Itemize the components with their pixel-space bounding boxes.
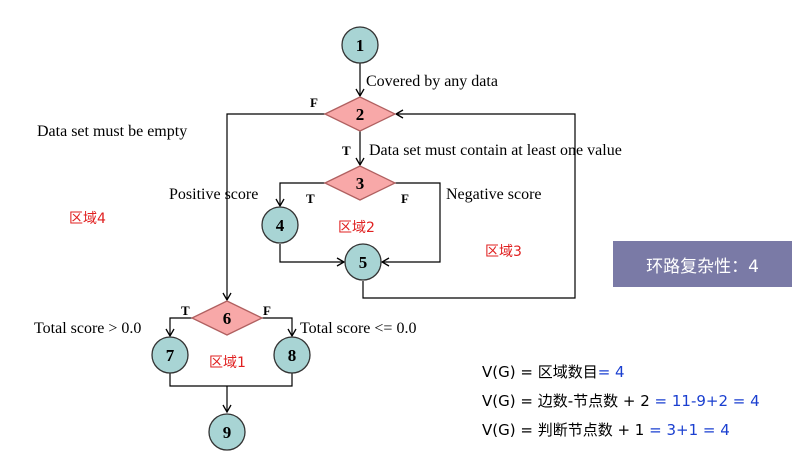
node-5-label: 5 bbox=[359, 253, 368, 272]
node-2 bbox=[323, 96, 397, 132]
label-total-gt: Total score > 0.0 bbox=[34, 320, 141, 337]
label-must-contain: Data set must contain at least one value bbox=[369, 142, 622, 159]
formula-regions: V(G) = 区域数目= 4 bbox=[482, 361, 625, 382]
region-2: 区域2 bbox=[338, 220, 375, 236]
node-6-label: 6 bbox=[223, 309, 232, 328]
branch-n6-false: F bbox=[263, 303, 271, 318]
formula-expr: 判断节点数 + 1 bbox=[537, 421, 645, 439]
node-3 bbox=[323, 165, 397, 201]
edge-2-6 bbox=[222, 113, 325, 302]
node-3-label: 3 bbox=[356, 174, 365, 193]
node-1-label: 1 bbox=[356, 36, 365, 55]
formula-lhs: V(G) = bbox=[482, 421, 538, 439]
region-3: 区域3 bbox=[485, 244, 522, 260]
complexity-box: 环路复杂性：4 bbox=[613, 241, 792, 287]
label-covered: Covered by any data bbox=[366, 73, 498, 90]
node-9 bbox=[208, 413, 246, 451]
node-9-label: 9 bbox=[223, 423, 232, 442]
label-positive: Positive score bbox=[169, 186, 258, 203]
label-total-le: Total score <= 0.0 bbox=[300, 320, 416, 337]
node-8 bbox=[273, 336, 311, 374]
label-must-empty: Data set must be empty bbox=[37, 123, 187, 140]
formula-edges-nodes: V(G) = 边数-节点数 + 2 = 11-9+2 = 4 bbox=[482, 390, 760, 411]
node-4 bbox=[261, 206, 299, 244]
node-2-label: 2 bbox=[356, 105, 365, 124]
formula-result: = 3+1 = 4 bbox=[644, 421, 730, 439]
node-8-label: 8 bbox=[288, 346, 297, 365]
node-7-label: 7 bbox=[166, 346, 175, 365]
node-4-label: 4 bbox=[276, 216, 285, 235]
formula-expr: 边数-节点数 + 2 bbox=[537, 392, 650, 410]
formula-lhs: V(G) = bbox=[482, 392, 538, 410]
formula-expr: 区域数目 bbox=[537, 363, 598, 381]
formula-decisions: V(G) = 判断节点数 + 1 = 3+1 = 4 bbox=[482, 419, 730, 440]
node-5 bbox=[344, 243, 382, 281]
edge-5-2 bbox=[362, 109, 576, 299]
edge-3-4 bbox=[275, 182, 325, 208]
branch-n3-false: F bbox=[401, 191, 409, 206]
branch-n2-false: F bbox=[310, 95, 318, 110]
formula-lhs: V(G) = bbox=[482, 363, 538, 381]
formula-result: = 11-9+2 = 4 bbox=[649, 392, 760, 410]
label-negative: Negative score bbox=[446, 186, 542, 203]
region-4: 区域4 bbox=[69, 211, 106, 227]
node-1 bbox=[341, 26, 379, 64]
edge-6-8 bbox=[262, 317, 297, 338]
branch-n3-true: T bbox=[306, 191, 315, 206]
branch-n2-true: T bbox=[342, 143, 351, 158]
edge-6-7 bbox=[165, 317, 192, 338]
edge-4-5 bbox=[279, 244, 346, 267]
formula-result: = 4 bbox=[597, 363, 625, 381]
node-7 bbox=[151, 336, 189, 374]
edge-3-5 bbox=[380, 182, 441, 267]
edge-7-9 bbox=[169, 373, 293, 387]
branch-n6-true: T bbox=[181, 303, 190, 318]
region-1: 区域1 bbox=[209, 355, 246, 371]
node-6 bbox=[190, 300, 264, 336]
